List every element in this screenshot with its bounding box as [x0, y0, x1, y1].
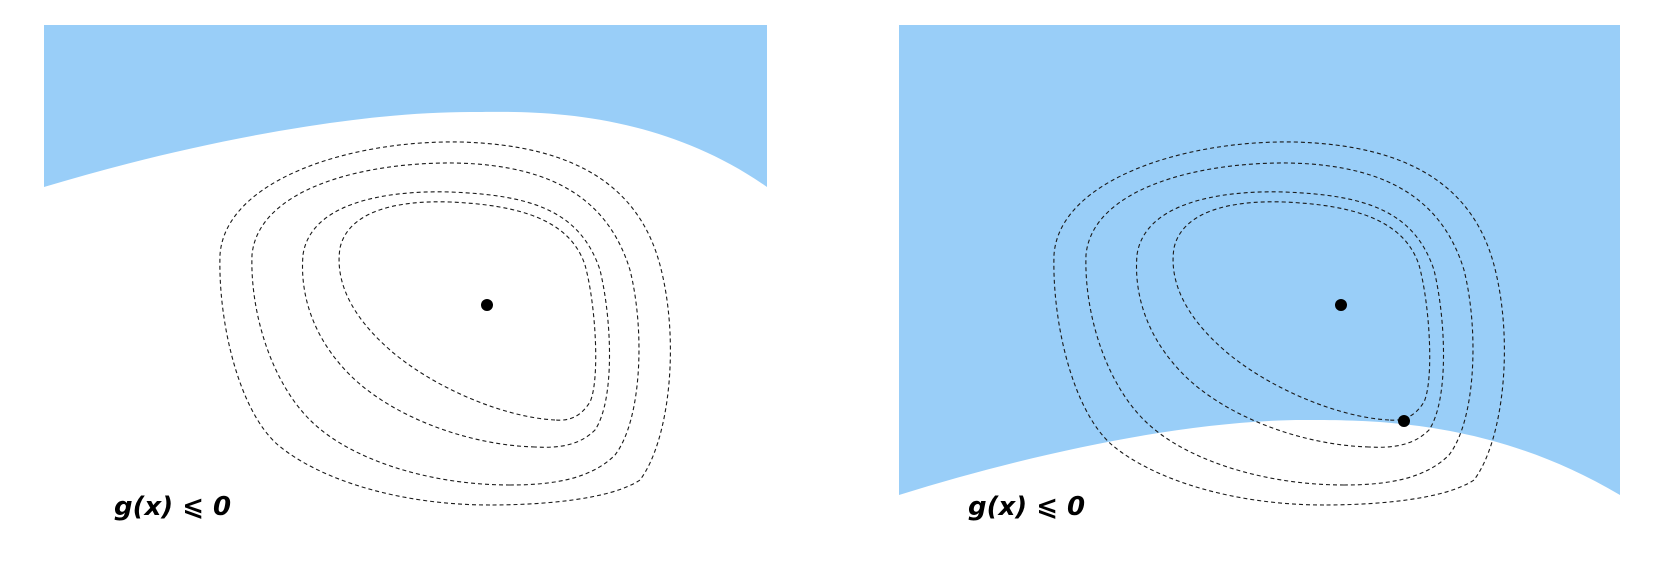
contour-level-2: [251, 162, 640, 486]
objective-contours: [1053, 141, 1505, 506]
contour-level-3: [1135, 191, 1445, 448]
constrained-optimum-point: [1398, 415, 1410, 427]
contour-level-4: [1172, 201, 1431, 421]
contour-level-1: [1053, 141, 1505, 506]
contour-level-1: [219, 141, 671, 506]
unconstrained-optimum-point: [481, 299, 493, 311]
contour-level-4: [338, 201, 597, 421]
constraint-label: g(x) ⩽ 0: [968, 492, 1085, 522]
objective-contours: [219, 141, 671, 506]
left-panel: g(x) ⩽ 0: [44, 25, 767, 522]
contour-level-2: [1085, 162, 1474, 486]
unconstrained-optimum-point: [1335, 299, 1347, 311]
shaded-region: [44, 25, 767, 187]
constraint-label: g(x) ⩽ 0: [114, 492, 231, 522]
right-panel: g(x) ⩽ 0: [899, 25, 1620, 522]
contour-level-3: [301, 191, 611, 448]
shaded-region: [899, 25, 1620, 495]
